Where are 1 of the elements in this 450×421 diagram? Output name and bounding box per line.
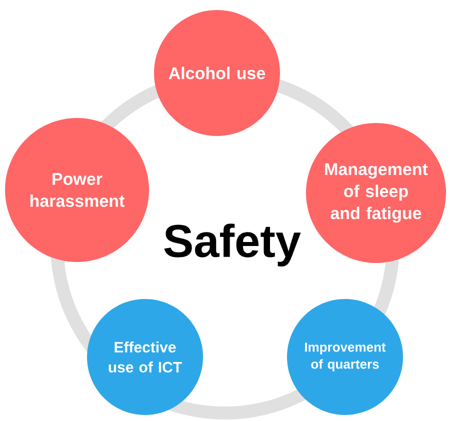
- center-heading: Safety: [164, 224, 301, 266]
